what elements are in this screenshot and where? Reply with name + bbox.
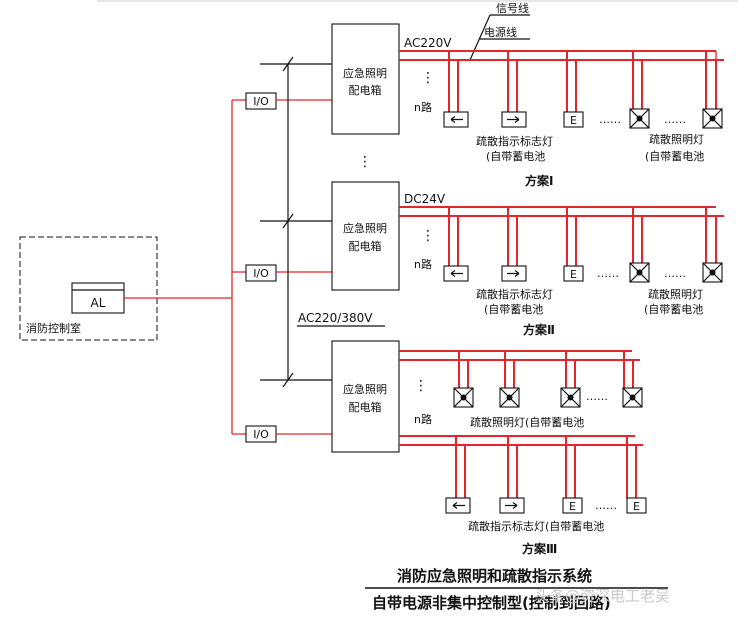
scheme2-hdots-2: ……: [664, 267, 686, 280]
scheme1-n-circuits: n路: [414, 101, 432, 114]
scheme1-exit-sign-left: [443, 111, 469, 128]
scheme1-exit-sign-e: [563, 111, 584, 128]
caption-line-1: 消防应急照明和疏散指示系统: [397, 567, 592, 585]
panel-vdots: ⋮: [358, 154, 372, 170]
panel-3: [331, 340, 400, 453]
control-room-label: 消防控制室: [26, 321, 81, 335]
watermark-text: 头条@资深电工老吴: [535, 587, 670, 605]
scheme1-exit-label-1: 疏散指示标志灯: [476, 134, 553, 148]
scheme1-lamp-label-1: 疏散照明灯: [649, 132, 704, 146]
scheme2-vdots: ⋮: [421, 228, 435, 244]
scheme2-e-mark: E: [570, 268, 577, 281]
scheme1-hdots-1: ……: [599, 113, 621, 126]
scheme3-vdots: ⋮: [414, 378, 428, 394]
scheme3-lamp-3: [560, 387, 581, 408]
scheme1-vdots: ⋮: [421, 70, 435, 86]
scheme3-hdots-2: ……: [595, 499, 617, 512]
scheme3-drops-upper: [458, 351, 634, 388]
scheme2-exit-sign-left: [443, 265, 469, 282]
scheme2-lamp-2: [702, 262, 723, 283]
control-room-frame: [19, 236, 158, 341]
scheme3-title: 方案Ⅲ: [522, 541, 557, 556]
scheme1-lamp-2: [702, 108, 723, 129]
io-label-1: I/O: [253, 95, 269, 108]
scheme3-drops-lower: [455, 436, 637, 498]
scheme2-bus: [399, 206, 724, 217]
scheme3-exit-sign-e1: [562, 497, 583, 514]
scheme3-bus-lower: [399, 435, 643, 446]
io-label-2: I/O: [253, 267, 269, 280]
al-label: AL: [91, 296, 106, 310]
scheme1-lamp-1: [629, 108, 650, 129]
scheme3-hdots-1: ……: [586, 390, 608, 403]
scheme2-drops: [448, 207, 717, 266]
panel-1: [331, 23, 400, 135]
scheme2-lamp-label-1: 疏散照明灯: [648, 287, 703, 301]
scheme3-lamp-2: [499, 387, 520, 408]
scheme1-e-mark: E: [570, 114, 577, 127]
scheme1-title: 方案Ⅰ: [525, 173, 553, 188]
scheme2-exit-sign-e: [563, 265, 584, 282]
scheme3-bus-upper: [399, 350, 640, 361]
scheme1-supply-label: AC220V: [404, 36, 452, 50]
panel-1-label-1: 应急照明: [343, 66, 387, 80]
io-feed-wires: [124, 99, 246, 435]
scheme2-exit-label-2: (自带蓄电池: [484, 303, 543, 316]
scheme3-exit-sign-e2: [626, 497, 647, 514]
scheme3-exit-sign-right: [499, 497, 525, 514]
io-box-2: [245, 264, 277, 282]
panel-2-label-2: 配电箱: [349, 239, 382, 253]
scheme3-exit-label: 疏散指示标志灯(自带蓄电池: [468, 519, 604, 533]
scheme2-lamp-1: [629, 262, 650, 283]
scheme2-exit-label-1: 疏散指示标志灯: [476, 287, 553, 301]
scheme3-lamp-1: [453, 387, 474, 408]
io-label-3: I/O: [253, 428, 269, 441]
power-wire-label: 电源线: [484, 25, 517, 39]
scheme3-n-circuits: n路: [414, 413, 432, 426]
io-panel-wires: [276, 99, 332, 435]
io-box-1: [245, 92, 277, 110]
scheme1-exit-sign-right: [501, 111, 527, 128]
scheme3-exit-sign-left: [445, 497, 471, 514]
scheme1-bus: [399, 50, 724, 61]
panel-2-label-1: 应急照明: [343, 221, 387, 235]
main-supply-label: AC220/380V: [298, 311, 373, 325]
scheme2-supply-label: DC24V: [404, 192, 446, 206]
scheme3-e-mark-2: E: [633, 500, 640, 513]
panel-3-label-1: 应急照明: [343, 382, 387, 396]
scheme1-exit-label-2: (自带蓄电池: [486, 150, 545, 163]
scheme1-hdots-2: ……: [664, 113, 686, 126]
main-bus: [260, 63, 332, 381]
scheme3-e-mark-1: E: [569, 500, 576, 513]
panel-1-label-2: 配电箱: [349, 83, 382, 97]
bus-ticks: [282, 56, 294, 388]
scheme2-title: 方案Ⅱ: [523, 322, 555, 337]
panel-2: [331, 181, 400, 291]
signal-wire-label: 信号线: [496, 1, 529, 15]
panel-3-label-2: 配电箱: [349, 400, 382, 414]
scheme3-lamp-label: 疏散照明灯(自带蓄电池: [470, 415, 584, 429]
caption-line-2: 自带电源非集中控制型(控制到回路): [372, 594, 611, 612]
scheme2-exit-sign-right: [501, 265, 527, 282]
scheme2-n-circuits: n路: [414, 258, 432, 271]
scheme3-lamp-4: [622, 387, 643, 408]
scheme1-lamp-label-2: (自带蓄电池: [645, 150, 704, 163]
scheme2-lamp-label-2: (自带蓄电池: [644, 303, 703, 316]
scheme1-drops: [448, 51, 717, 112]
scheme2-hdots-1: ……: [597, 267, 619, 280]
signal-leader: [469, 14, 491, 61]
